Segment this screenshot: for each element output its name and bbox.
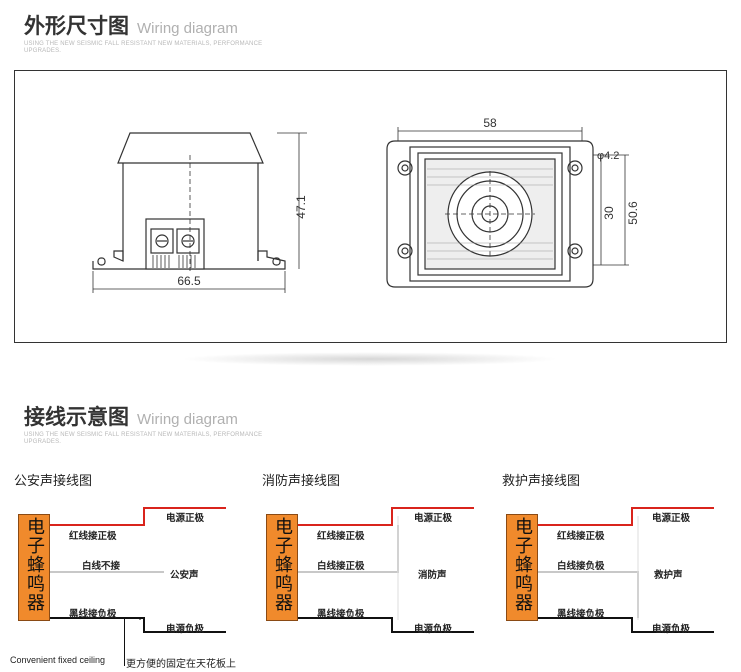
buzzer-box: 电子蜂鸣器 bbox=[506, 514, 538, 621]
buzzer-box: 电子蜂鸣器 bbox=[266, 514, 298, 621]
dim-side-height: 47.1 bbox=[294, 195, 308, 219]
wiring-diagram-police: 公安声接线图 电子蜂鸣器 红线接正极 白线不接 黑线接负极 电源正极 电源负极 … bbox=[14, 470, 249, 665]
note-english: Convenient fixed ceiling bbox=[10, 655, 106, 665]
buzzer-box: 电子蜂鸣器 bbox=[18, 514, 50, 621]
wiring-diagram-fire: 消防声接线图 电子蜂鸣器 红线接正极 白线接正极 黑线接负极 电源正极 电源负极… bbox=[262, 470, 497, 665]
diagram-title: 公安声接线图 bbox=[14, 474, 93, 489]
section-title-dimensions: 外形尺寸图 Wiring diagram bbox=[24, 10, 238, 40]
black-wire-label: 黑线接负极 bbox=[557, 609, 605, 620]
section-title-cn: 外形尺寸图 bbox=[24, 14, 129, 38]
front-view bbox=[386, 127, 629, 288]
black-wire-label: 黑线接负极 bbox=[317, 609, 365, 620]
diagram-title: 消防声接线图 bbox=[262, 474, 341, 489]
buzzer-label: 电子蜂鸣器 bbox=[24, 517, 45, 612]
wiring-diagram-ambulance: 救护声接线图 电子蜂鸣器 红线接正极 白线接负极 黑线接负极 电源正极 电源负极… bbox=[502, 470, 737, 665]
buzzer-label: 电子蜂鸣器 bbox=[512, 517, 533, 612]
note-chinese: 更方便的固定在天花板上 bbox=[126, 659, 236, 670]
dim-side-width: 66.5 bbox=[177, 274, 201, 288]
wiring-lines bbox=[296, 507, 474, 633]
diagram-title: 救护声接线图 bbox=[502, 474, 581, 489]
wiring-lines bbox=[48, 507, 226, 633]
divider-shadow bbox=[180, 352, 560, 366]
grille-texture bbox=[427, 168, 553, 260]
white-wire-label: 白线接正极 bbox=[317, 561, 365, 572]
power-negative-label: 电源负极 bbox=[652, 624, 691, 635]
dim-front-height: 50.6 bbox=[626, 201, 640, 225]
dim-front-inner: 30 bbox=[602, 206, 616, 220]
dimension-drawing-frame: 47.1 66.5 58 φ4.2 30 50.6 bbox=[14, 70, 727, 343]
section-title-en: Wiring diagram bbox=[137, 20, 238, 37]
power-positive-label: 电源正极 bbox=[414, 513, 453, 524]
power-positive-label: 电源正极 bbox=[166, 513, 205, 524]
dim-hole-diameter: φ4.2 bbox=[597, 150, 619, 162]
section-title-cn: 接线示意图 bbox=[24, 405, 129, 429]
side-view bbox=[92, 132, 307, 293]
note-pointer-line bbox=[124, 618, 125, 666]
red-wire-label: 红线接正极 bbox=[317, 531, 365, 542]
section-subtitle: USING THE NEW SEISMIC FALL RESISTANT NEW… bbox=[24, 432, 263, 445]
dim-front-width: 58 bbox=[483, 116, 497, 130]
wiring-lines bbox=[536, 507, 714, 633]
black-wire-label: 黑线接负极 bbox=[69, 609, 117, 620]
white-wire-label: 白线不接 bbox=[82, 561, 121, 572]
white-wire-label: 白线接负极 bbox=[557, 561, 605, 572]
sound-type-label: 消防声 bbox=[418, 570, 447, 581]
buzzer-label: 电子蜂鸣器 bbox=[272, 517, 293, 612]
power-negative-label: 电源负极 bbox=[414, 624, 453, 635]
section-subtitle: USING THE NEW SEISMIC FALL RESISTANT NEW… bbox=[24, 41, 263, 54]
dimension-drawing: 47.1 66.5 58 φ4.2 30 50.6 bbox=[92, 116, 640, 293]
sound-type-label: 公安声 bbox=[170, 570, 199, 581]
section-title-en: Wiring diagram bbox=[137, 411, 238, 428]
power-positive-label: 电源正极 bbox=[652, 513, 691, 524]
power-negative-label: 电源负极 bbox=[166, 624, 205, 635]
red-wire-label: 红线接正极 bbox=[557, 531, 605, 542]
section-title-wiring: 接线示意图 Wiring diagram bbox=[24, 401, 238, 431]
red-wire-label: 红线接正极 bbox=[69, 531, 117, 542]
sound-type-label: 救护声 bbox=[654, 570, 683, 581]
